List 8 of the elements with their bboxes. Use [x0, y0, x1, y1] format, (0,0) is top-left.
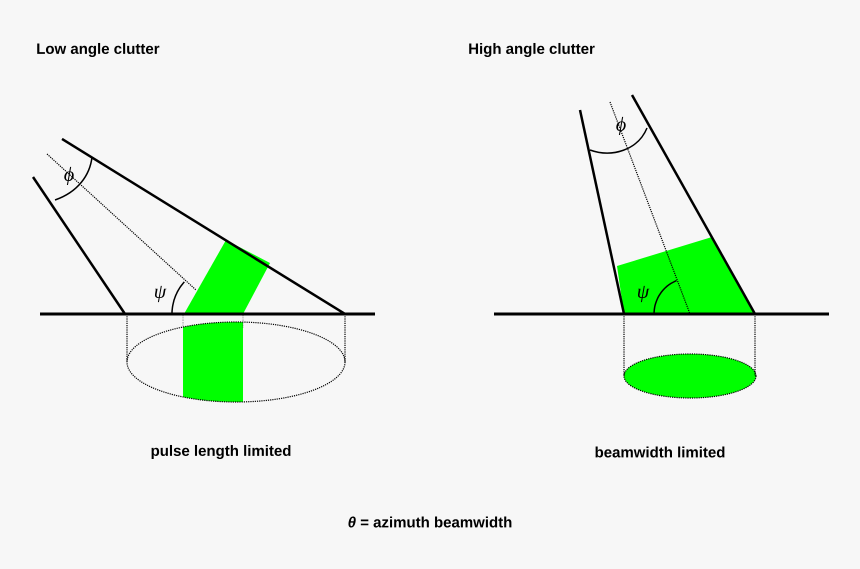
angle-symbol: ψ [638, 286, 650, 302]
angle-symbol: ϕ [616, 116, 626, 136]
heading-text: Low angle clutter [37, 42, 160, 58]
heading-text: beamwidth limited [596, 446, 724, 458]
heading-text: pulse length limited [152, 444, 290, 460]
heading-text: θ = azimuth beamwidth [348, 516, 512, 528]
heading-text: High angle clutter [469, 42, 595, 58]
angle-symbol: ψ [154, 286, 166, 302]
